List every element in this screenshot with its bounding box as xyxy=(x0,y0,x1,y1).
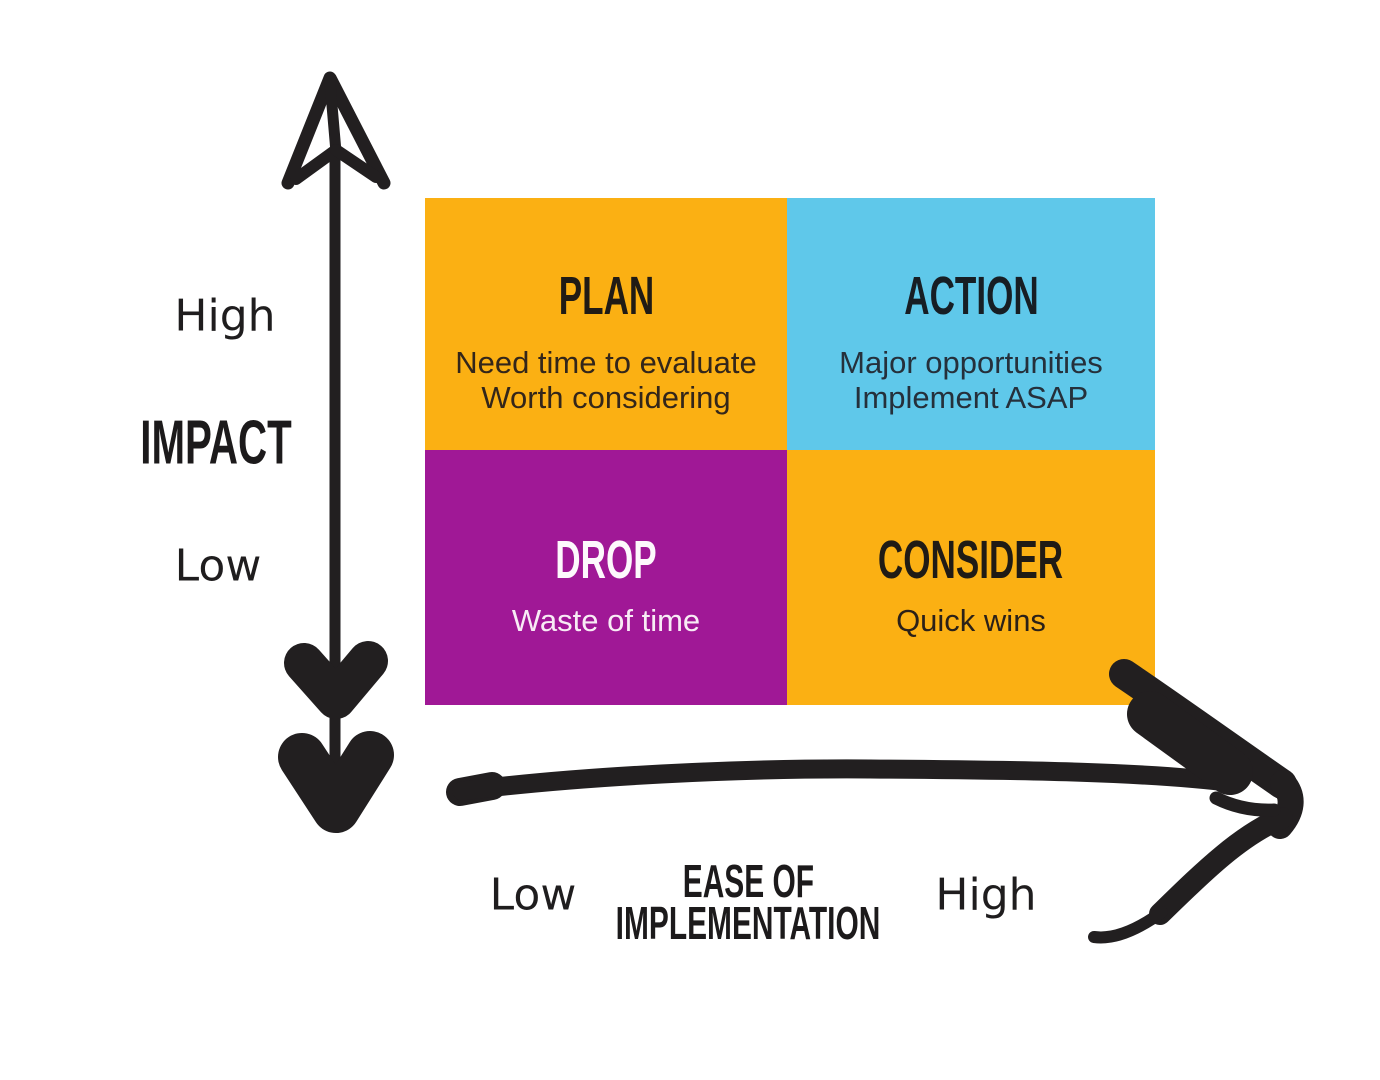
quadrant-drop-title: DROP xyxy=(425,532,787,588)
quadrant-plan-title: PLAN xyxy=(425,268,787,324)
impact-axis-title: IMPACT xyxy=(99,411,332,476)
quadrant-plan-subtitle: Need time to evaluate Worth considering xyxy=(425,345,787,415)
ease-axis-title-line2-text: IMPLEMENTATION xyxy=(615,897,881,949)
quadrant-drop-title-text: DROP xyxy=(555,530,657,590)
impact-axis-up-arrow-icon xyxy=(278,71,394,833)
quadrant-consider-title-text: CONSIDER xyxy=(878,530,1064,590)
quadrant-action-subtitle-line1: Major opportunities xyxy=(839,345,1103,380)
impact-low-label: Low xyxy=(174,540,262,592)
impact-high-label: High xyxy=(174,290,276,342)
ease-axis-title: EASE OF IMPLEMENTATION xyxy=(544,855,951,949)
ease-axis-title-line1-text: EASE OF xyxy=(682,855,814,907)
quadrant-drop: DROP Waste of time xyxy=(425,450,787,705)
quadrant-action: ACTION Major opportunities Implement ASA… xyxy=(787,198,1155,450)
quadrant-plan-title-text: PLAN xyxy=(558,266,654,326)
impact-axis-title-text: IMPACT xyxy=(140,408,292,478)
ease-axis-title-line2: IMPLEMENTATION xyxy=(544,897,951,949)
quadrant-consider: CONSIDER Quick wins xyxy=(787,450,1155,705)
quadrant-plan-subtitle-line1: Need time to evaluate xyxy=(455,345,757,380)
quadrant-consider-title: CONSIDER xyxy=(787,532,1155,588)
ease-axis-title-line1: EASE OF xyxy=(544,855,951,907)
quadrant-action-subtitle: Major opportunities Implement ASAP xyxy=(787,345,1155,415)
quadrant-consider-subtitle-line1: Quick wins xyxy=(896,603,1046,638)
ease-high-label: High xyxy=(935,869,1037,921)
quadrant-action-title-text: ACTION xyxy=(903,266,1039,326)
quadrant-drop-subtitle-line1: Waste of time xyxy=(511,603,701,638)
quadrant-consider-subtitle: Quick wins xyxy=(787,603,1155,638)
quadrant-plan-subtitle-line2: Worth considering xyxy=(481,380,731,415)
quadrant-action-title: ACTION xyxy=(787,268,1155,324)
ease-axis-right-arrow-icon xyxy=(446,659,1304,944)
quadrant-plan: PLAN Need time to evaluate Worth conside… xyxy=(425,198,787,450)
quadrant-action-subtitle-line2: Implement ASAP xyxy=(853,380,1089,415)
matrix-grid: PLAN Need time to evaluate Worth conside… xyxy=(425,198,1155,705)
quadrant-drop-subtitle: Waste of time xyxy=(425,603,787,638)
ease-low-label: Low xyxy=(489,869,577,921)
